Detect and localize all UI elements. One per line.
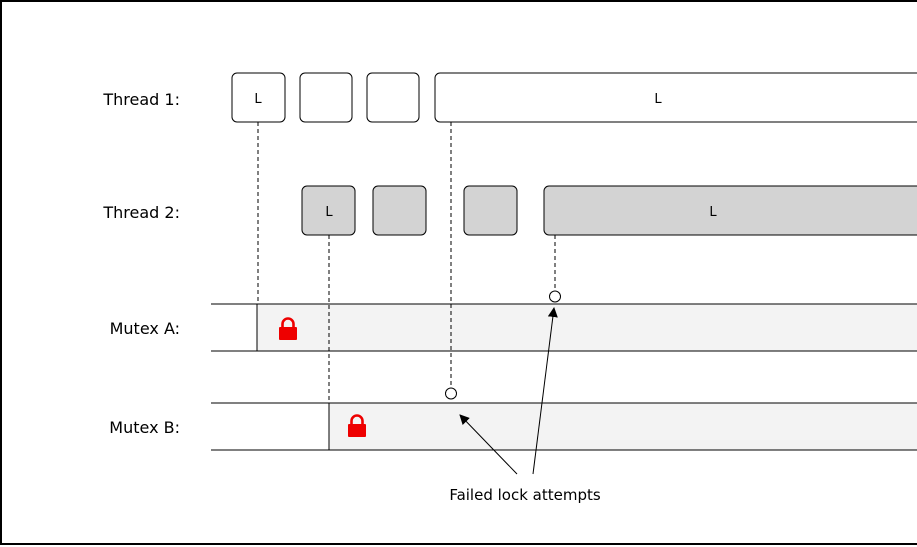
lock-connectors bbox=[257, 122, 556, 403]
thread1-label: Thread 1: bbox=[102, 90, 180, 109]
failed-attempt-marker-b bbox=[445, 387, 457, 400]
thread1-block-3 bbox=[366, 72, 420, 123]
thread2-block-long bbox=[543, 185, 917, 236]
annotation-arrow-a bbox=[532, 307, 558, 475]
thread2-block-long-label: L bbox=[709, 205, 717, 220]
thread1-block-2 bbox=[299, 72, 353, 123]
mutex-b-lane bbox=[211, 402, 917, 451]
failed-lock-attempts-note: Failed lock attempts bbox=[449, 486, 601, 504]
mutex-a-held-region bbox=[257, 304, 917, 351]
mutex-b-held-region bbox=[329, 403, 917, 450]
thread1-block-lock-label: L bbox=[254, 92, 262, 107]
thread2-label: Thread 2: bbox=[102, 203, 180, 222]
thread1-block-long-label: L bbox=[654, 92, 662, 107]
thread1-row: L L bbox=[231, 72, 917, 123]
mutex-a-label: Mutex A: bbox=[110, 319, 180, 338]
thread1-block-long bbox=[434, 72, 917, 123]
mutex-b-label: Mutex B: bbox=[109, 418, 180, 437]
thread2-block-lock-label: L bbox=[325, 205, 333, 220]
thread2-row: L L bbox=[301, 185, 917, 236]
mutex-a-lane bbox=[211, 303, 917, 352]
annotation-arrow-b bbox=[459, 414, 518, 475]
padlock-icon bbox=[279, 317, 297, 340]
thread2-block-2 bbox=[372, 185, 427, 236]
padlock-icon bbox=[348, 414, 366, 437]
thread2-block-3 bbox=[463, 185, 518, 236]
failed-attempt-marker-a bbox=[549, 290, 561, 303]
